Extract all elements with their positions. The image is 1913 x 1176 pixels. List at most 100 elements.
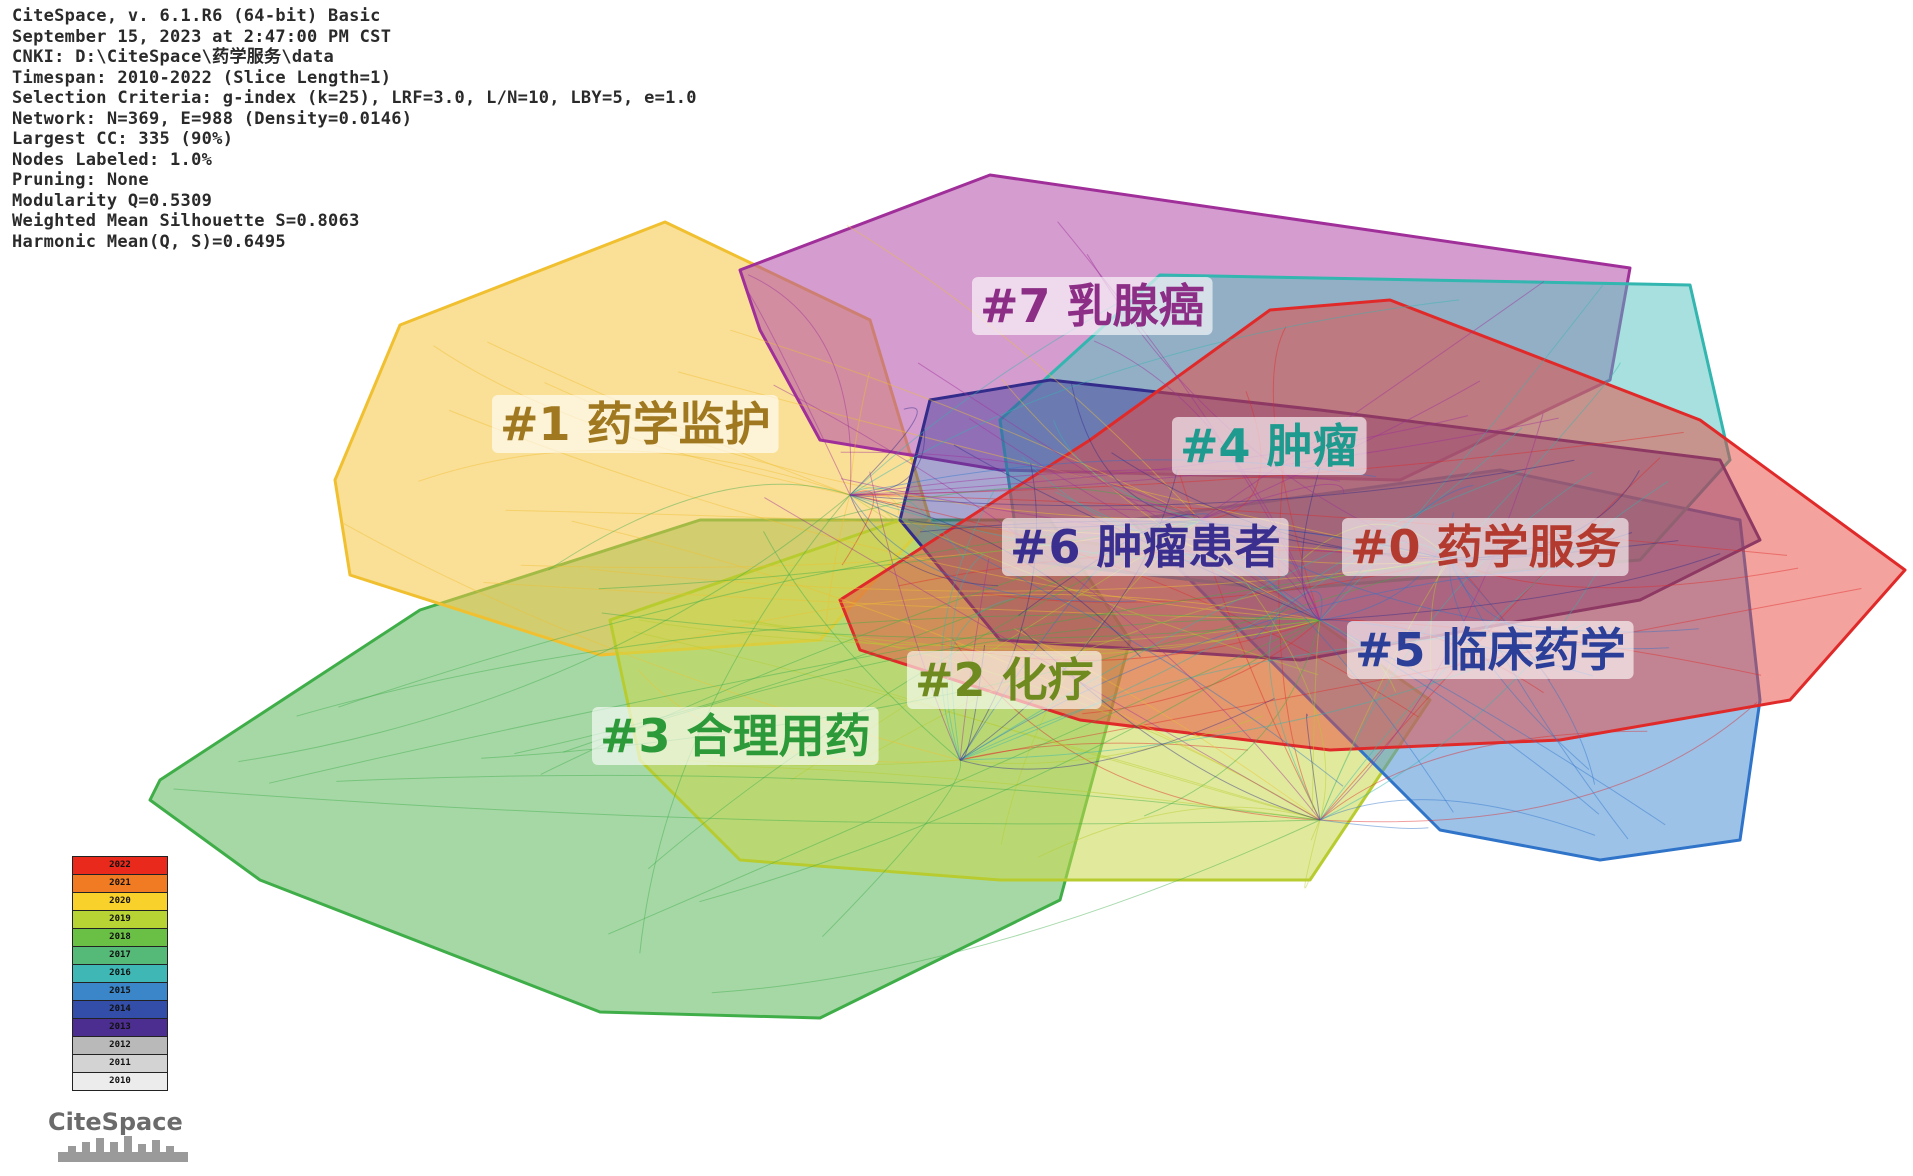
link-curve bbox=[849, 407, 918, 496]
legend-swatch-2014: 2014 bbox=[72, 1001, 168, 1019]
legend-swatch-2011: 2011 bbox=[72, 1055, 168, 1073]
link-curve bbox=[959, 742, 1248, 761]
legend-swatch-2013: 2013 bbox=[72, 1019, 168, 1037]
cluster-label-6: #6 肿瘤患者 bbox=[1002, 518, 1289, 576]
link-curve bbox=[548, 483, 851, 571]
legend-swatch-2017: 2017 bbox=[72, 947, 168, 965]
legend-swatch-2020: 2020 bbox=[72, 893, 168, 911]
link-curve bbox=[336, 774, 1321, 821]
cluster-label-3: #3 合理用药 bbox=[592, 707, 879, 765]
link-curve bbox=[699, 619, 1321, 903]
summary-line: Weighted Mean Silhouette S=0.8063 bbox=[12, 211, 360, 231]
link-curve bbox=[849, 431, 1684, 496]
link-curve bbox=[1319, 569, 1599, 821]
link-curve bbox=[1199, 483, 1345, 521]
link-curve bbox=[940, 489, 996, 761]
link-curve bbox=[959, 427, 1523, 761]
link-curve bbox=[946, 598, 1015, 761]
summary-line: Network: N=369, E=988 (Density=0.0146) bbox=[12, 108, 413, 129]
logo-text: CiteSpace bbox=[48, 1108, 183, 1136]
legend-swatch-2022: 2022 bbox=[72, 856, 168, 875]
summary-line: September 15, 2023 at 2:47:00 PM CST bbox=[12, 26, 392, 47]
link-curve bbox=[826, 487, 1201, 521]
link-curve bbox=[747, 274, 852, 496]
cluster-label-text: #5 临床药学 bbox=[1355, 623, 1626, 677]
link-curve bbox=[633, 631, 1321, 821]
link-curve bbox=[849, 371, 870, 496]
link-curve bbox=[1449, 559, 1596, 785]
summary-line: Harmonic Mean(Q, S)=0.6495 bbox=[12, 231, 286, 252]
cluster-label-background bbox=[492, 395, 779, 453]
link-curve bbox=[1306, 713, 1321, 821]
summary-line: CNKI: D:\CiteSpace\药学服务\data bbox=[12, 47, 335, 67]
link-curve bbox=[1319, 819, 1429, 829]
link-curve bbox=[846, 225, 1201, 521]
summary-line: Largest CC: 335 (90%) bbox=[12, 129, 234, 149]
link-curve bbox=[483, 582, 1321, 621]
link-curve bbox=[1319, 730, 1648, 821]
link-curve bbox=[1311, 619, 1321, 812]
link-curve bbox=[638, 619, 1321, 646]
link-curve bbox=[505, 509, 1451, 561]
cluster-label-background bbox=[1002, 518, 1289, 576]
link-curve bbox=[1319, 799, 1596, 836]
summary-line: Nodes Labeled: 1.0% bbox=[12, 149, 213, 170]
link-curve bbox=[959, 469, 1178, 761]
cluster-label-text: #4 肿瘤 bbox=[1180, 419, 1359, 473]
legend-swatch-2016: 2016 bbox=[72, 965, 168, 983]
link-curve bbox=[849, 459, 1575, 507]
legend-swatch-2012: 2012 bbox=[72, 1037, 168, 1055]
cluster-label-text: #3 合理用药 bbox=[600, 709, 871, 763]
link-curve bbox=[1053, 419, 1201, 521]
cluster-label-0: #0 药学服务 bbox=[1342, 518, 1629, 576]
link-curve bbox=[841, 490, 875, 566]
link-curve bbox=[849, 429, 926, 496]
link-curve bbox=[849, 494, 898, 524]
link-curve bbox=[849, 494, 1319, 676]
legend-swatch-2019: 2019 bbox=[72, 911, 168, 929]
legend-swatch-2015: 2015 bbox=[72, 983, 168, 1001]
summary-line: Pruning: None bbox=[12, 170, 149, 190]
link-curve bbox=[1070, 380, 1201, 521]
link-curve bbox=[849, 494, 1788, 556]
legend-swatch-2021: 2021 bbox=[72, 875, 168, 893]
link-curve bbox=[1304, 819, 1321, 889]
link-curve bbox=[1144, 619, 1321, 817]
cluster-label-1: #1 药学监护 bbox=[492, 395, 779, 453]
link-curve bbox=[849, 494, 999, 587]
link-curve bbox=[1319, 285, 1603, 621]
cluster-label-text: #7 乳腺癌 bbox=[980, 279, 1205, 333]
link-curve bbox=[1449, 559, 1629, 840]
summary-line: CiteSpace, v. 6.1.R6 (64-bit) Basic bbox=[12, 6, 381, 26]
link-curve bbox=[1241, 576, 1327, 821]
link-curve bbox=[1270, 586, 1321, 621]
link-curve bbox=[657, 593, 1321, 649]
cluster-label-text: #1 药学监护 bbox=[500, 397, 771, 451]
legend-swatch-2018: 2018 bbox=[72, 929, 168, 947]
link-curve bbox=[601, 612, 1321, 639]
link-curve bbox=[959, 698, 1275, 770]
cluster-label-background bbox=[907, 651, 1102, 709]
link-curve bbox=[917, 362, 1321, 621]
link-curve bbox=[763, 531, 961, 761]
cluster-label-background bbox=[1342, 518, 1629, 576]
legend-swatch-2010: 2010 bbox=[72, 1073, 168, 1091]
link-curve bbox=[268, 559, 1451, 784]
network-summary: CiteSpace, v. 6.1.R6 (64-bit) Basic Sept… bbox=[12, 6, 697, 252]
logo-skyline-icon bbox=[58, 1136, 188, 1162]
link-curve bbox=[296, 614, 1321, 717]
link-curve bbox=[1199, 281, 1545, 521]
link-curve bbox=[1319, 457, 1661, 821]
link-curve bbox=[1037, 806, 1321, 858]
link-curve bbox=[822, 759, 962, 938]
link-curve bbox=[849, 299, 1460, 496]
cluster-label-2: #2 化疗 bbox=[907, 651, 1102, 709]
link-curve bbox=[824, 494, 851, 634]
link-curve bbox=[608, 619, 1321, 935]
link-curve bbox=[1449, 362, 1621, 561]
link-curve bbox=[849, 492, 900, 515]
link-curve bbox=[173, 788, 1321, 825]
link-curve bbox=[849, 487, 965, 559]
